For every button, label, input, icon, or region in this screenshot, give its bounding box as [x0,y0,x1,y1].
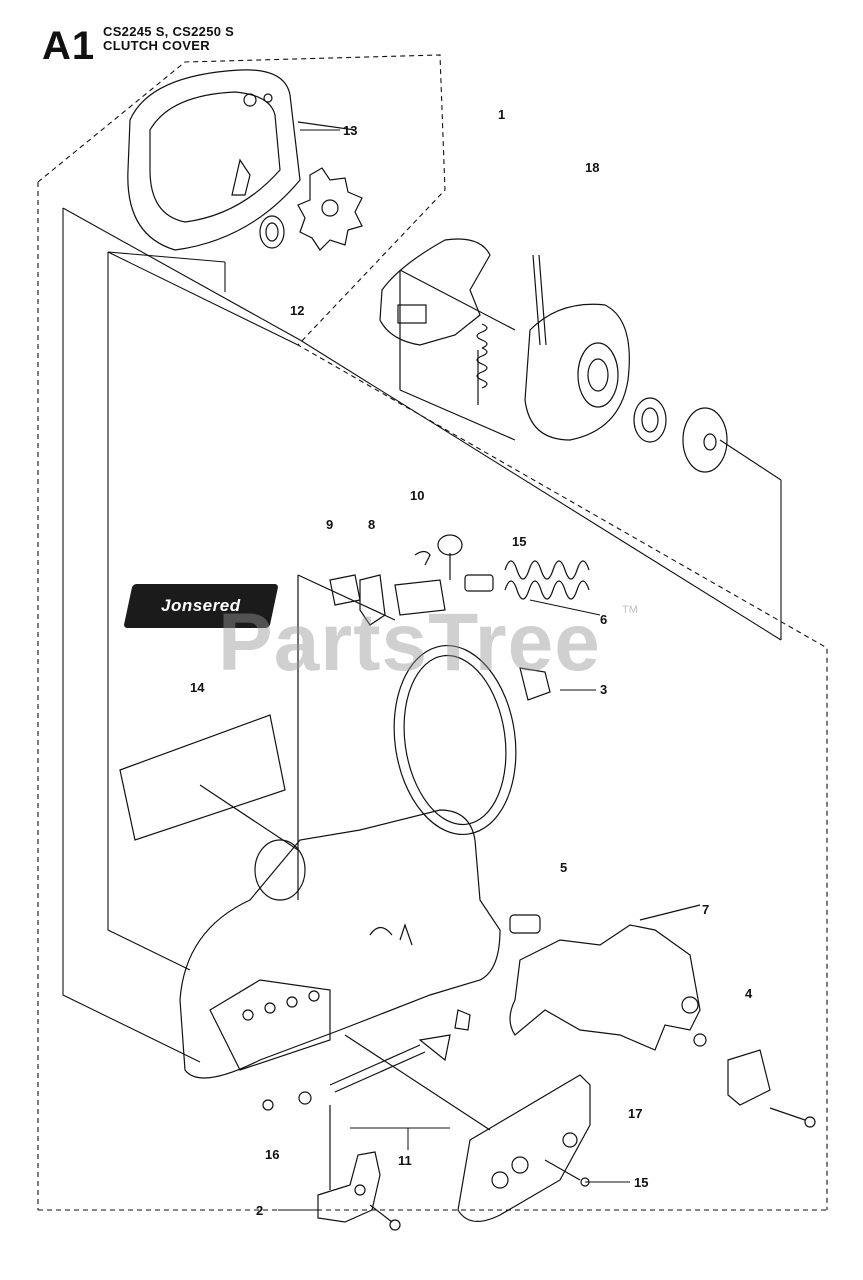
clutch-pin [532,254,547,346]
callout-9[interactable]: 9 [326,517,334,532]
callout-16[interactable]: 16 [265,1147,280,1162]
callout-15-top[interactable]: 15 [512,534,527,549]
section-title: CLUTCH COVER [103,38,210,53]
frame-lines [62,207,782,1063]
leader-lines [278,129,630,1211]
callout-7[interactable]: 7 [702,902,710,917]
studs [262,914,541,1131]
clutch-hub [524,303,630,441]
callout-14[interactable]: 14 [190,680,205,695]
bar-guide-plate [509,904,707,1051]
callout-10[interactable]: 10 [410,488,425,503]
decal [119,714,299,851]
callout-11[interactable]: 11 [398,1153,412,1168]
clutch-drum-cover [127,69,301,251]
tensioner-block [727,1049,816,1128]
guard-plate [457,1074,591,1222]
clutch-cover-body [179,809,501,1079]
washer [682,407,728,473]
callout-4[interactable]: 4 [745,986,753,1001]
callout-6[interactable]: 6 [600,612,608,627]
diagram-code: A1 [42,24,96,68]
callout-12[interactable]: 12 [290,303,305,318]
nut [633,397,667,443]
clutch-spring [476,323,488,405]
brake-spring [464,560,590,600]
dashed-outline [37,54,828,1211]
brake-linkage [297,534,463,900]
callout-18[interactable]: 18 [585,160,600,175]
sprocket [297,167,363,251]
needle-bearing [259,121,356,249]
catcher [317,1105,401,1231]
callout-2[interactable]: 2 [256,1203,264,1218]
callout-8[interactable]: 8 [368,517,376,532]
clutch-shoe [379,238,516,441]
callout-1[interactable]: 1 [498,107,506,122]
model-numbers: CS2245 S, CS2250 S [103,24,235,39]
callout-3[interactable]: 3 [600,682,608,697]
watermark: PartsTree [218,597,601,688]
callout-15-bottom[interactable]: 15 [634,1175,649,1190]
brake-band [393,644,551,836]
callout-5[interactable]: 5 [560,860,568,875]
callout-13[interactable]: 13 [343,123,358,138]
watermark-tm: TM [622,604,638,616]
callout-17[interactable]: 17 [628,1106,643,1121]
